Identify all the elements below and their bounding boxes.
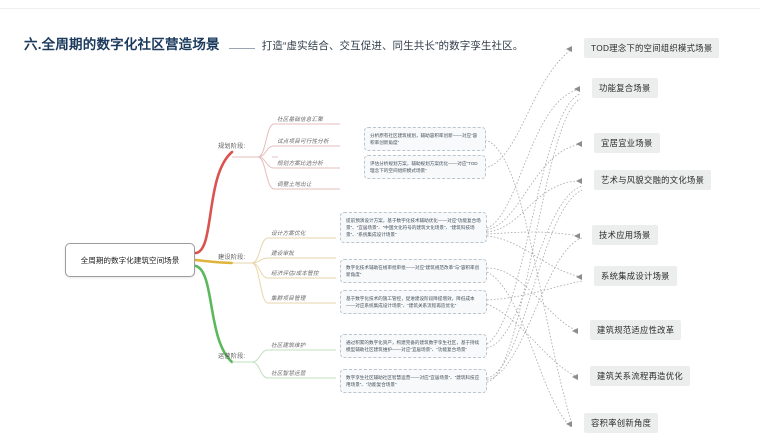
page-title: 六.全周期的数字化社区营造场景 (24, 37, 220, 52)
sublabel-construction-4[interactable]: 集群项目管理 (271, 296, 306, 302)
desc-construction-3[interactable]: 基于数字化技术的施工管控，促进建设阶段降提增效，降低成本——对应系统集成设计场景… (340, 290, 487, 314)
sublabel-planning-1[interactable]: 社区基础信息汇聚 (277, 117, 323, 123)
stage-label-construction[interactable]: 建设阶段: (218, 254, 246, 261)
leaf-node-system-integration[interactable]: 系统集成设计场景 (594, 266, 677, 286)
desc-construction-1[interactable]: 提前预演设计方案，基于数字化技术辅助优化——对应“功能复合场景”、“宜居场景”、… (340, 212, 487, 244)
sublabel-construction-1[interactable]: 设计方案优化 (271, 231, 306, 237)
sublabel-planning-3[interactable]: 规划方案比选分析 (277, 161, 323, 167)
page-subtitle: 打造“虚实结合、交互促进、同生共长”的数字孪生社区。 (261, 40, 524, 52)
sublabel-construction-2[interactable]: 建设审批 (271, 251, 294, 257)
root-node[interactable]: 全周期的数字化建筑空间场景 (65, 243, 195, 277)
sublabel-construction-3[interactable]: 经济评估/成本管控 (271, 271, 319, 277)
leaf-node-culture[interactable]: 艺术与风貌交融的文化场景 (594, 170, 712, 190)
desc-operation-1[interactable]: 通过积累的数字化资产，构建完备的建筑数字孪生社区，基于持续模型辅助社区建筑维护—… (340, 334, 487, 358)
desc-planning-2[interactable]: 评估分析规划方案，辅助规划方案优化——对应“TOD理念下的空间组织模式场景” (364, 155, 486, 179)
desc-operation-2[interactable]: 数字孪生社区辅助社区智慧运营——对应“宜居场景”、“建筑科技应用场景”、“功能复… (340, 369, 487, 393)
stage-label-operation[interactable]: 运营阶段: (218, 353, 246, 360)
heading-dash (228, 47, 255, 49)
leaf-node-far-innovation[interactable]: 容积率创新角度 (584, 413, 659, 433)
leaf-node-mixed-use[interactable]: 功能复合场景 (592, 78, 658, 98)
desc-planning-1[interactable]: 分析原有社区建筑规划，辅助容积率创新——对应“容积率创新角度” (364, 127, 486, 151)
sublabel-operation-2[interactable]: 社区智慧运营 (271, 371, 306, 377)
top-divider (0, 0, 760, 9)
stage-label-planning[interactable]: 规划阶段: (218, 143, 246, 150)
sublabel-planning-4[interactable]: 调整土地出让 (277, 182, 312, 188)
sublabel-operation-1[interactable]: 社区建筑维护 (271, 343, 306, 349)
leaf-node-technology[interactable]: 技术应用场景 (592, 225, 658, 245)
leaf-node-tod[interactable]: TOD理念下的空间组织模式场景 (584, 38, 720, 58)
sublabel-planning-2[interactable]: 试点项目可行性分析 (277, 139, 329, 145)
desc-construction-2[interactable]: 数字化技术辅助在线审批审批——对应“建筑规范改革”与“容积率创新角度” (340, 259, 487, 283)
leaf-node-process-reengineering[interactable]: 建筑关系流程再造优化 (590, 366, 690, 386)
leaf-node-code-reform[interactable]: 建筑规范适应性改革 (590, 320, 682, 340)
page-heading: 六.全周期的数字化社区营造场景 打造“虚实结合、交互促进、同生共长”的数字孪生社… (24, 33, 523, 53)
leaf-node-livable[interactable]: 宜居宜业场景 (594, 133, 660, 153)
